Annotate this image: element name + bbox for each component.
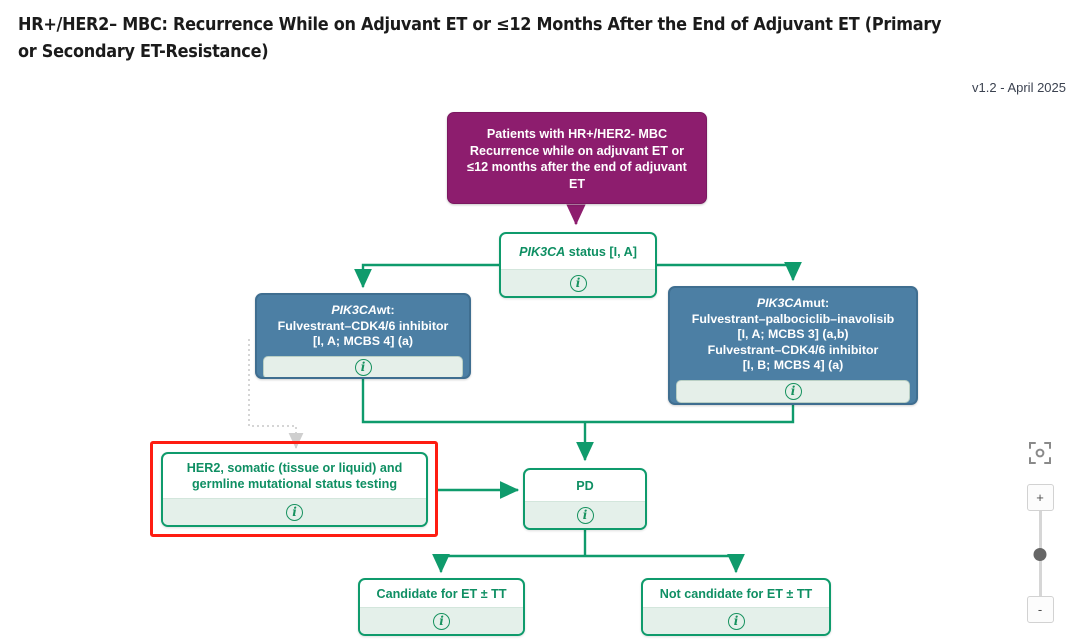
node-progressive-disease[interactable]: PD i bbox=[523, 468, 647, 530]
version-label: v1.2 - April 2025 bbox=[972, 80, 1066, 95]
node-line: [I, B; MCBS 4] (a) bbox=[742, 358, 844, 373]
node-line: Fulvestrant–palbociclib–inavolisib bbox=[691, 311, 895, 326]
node-info-bar[interactable]: i bbox=[501, 269, 655, 296]
node-line: mut: bbox=[802, 296, 830, 310]
node-patients-hr-her2-mbc[interactable]: Patients with HR+/HER2- MBC Recurrence w… bbox=[447, 112, 707, 204]
node-line: [I, A; MCBS 3] (a,b) bbox=[737, 327, 849, 342]
node-pik3ca-mut-treatment[interactable]: PIK3CAmut: Fulvestrant–palbociclib–inavo… bbox=[668, 286, 918, 405]
diagram-canvas[interactable]: Patients with HR+/HER2- MBC Recurrence w… bbox=[0, 96, 1080, 642]
zoom-slider[interactable] bbox=[1033, 511, 1047, 596]
node-info-bar[interactable]: i bbox=[525, 501, 645, 528]
node-text: PIK3CAwt: Fulvestrant–CDK4/6 inhibitor [… bbox=[257, 295, 469, 356]
info-icon[interactable]: i bbox=[576, 506, 594, 524]
node-line: ET bbox=[568, 176, 586, 191]
info-icon[interactable]: i bbox=[354, 358, 372, 376]
info-icon[interactable]: i bbox=[727, 612, 745, 630]
info-icon[interactable]: i bbox=[433, 612, 450, 630]
node-text: Candidate for ET ± TT bbox=[376, 586, 507, 601]
node-info-bar[interactable]: i bbox=[263, 355, 463, 377]
node-info-bar[interactable]: i bbox=[643, 607, 829, 634]
node-candidate-for-et-tt[interactable]: Candidate for ET ± TT i bbox=[358, 578, 525, 636]
node-her2-mutational-status-testing[interactable]: HER2, somatic (tissue or liquid) and ger… bbox=[161, 452, 428, 527]
node-line: [I, A; MCBS 4] (a) bbox=[312, 334, 414, 349]
node-line: Fulvestrant–CDK4/6 inhibitor bbox=[707, 342, 879, 357]
node-info-bar[interactable]: i bbox=[676, 379, 910, 403]
node-text: Patients with HR+/HER2- MBC Recurrence w… bbox=[448, 113, 706, 204]
node-line: Fulvestrant–CDK4/6 inhibitor bbox=[277, 318, 449, 333]
node-not-candidate-for-et-tt[interactable]: Not candidate for ET ± TT i bbox=[641, 578, 831, 636]
node-line: HER2, somatic (tissue or liquid) and bbox=[186, 461, 403, 475]
node-line: germline mutational status testing bbox=[191, 477, 398, 491]
zoom-controls[interactable]: + - bbox=[1022, 440, 1058, 623]
gene-name: PIK3CA bbox=[756, 296, 803, 310]
node-text: PD bbox=[576, 478, 594, 493]
node-label: status [I, A] bbox=[565, 244, 637, 259]
node-line: wt: bbox=[376, 303, 395, 317]
node-text: HER2, somatic (tissue or liquid) and ger… bbox=[163, 454, 426, 498]
gene-name: PIK3CA bbox=[331, 303, 377, 317]
gene-name: PIK3CA bbox=[519, 244, 566, 259]
zoom-in-button[interactable]: + bbox=[1026, 484, 1054, 511]
info-icon[interactable]: i bbox=[784, 382, 802, 400]
zoom-out-button[interactable]: - bbox=[1026, 596, 1054, 623]
edge-layer bbox=[248, 204, 802, 574]
node-pik3ca-status[interactable]: PIK3CA status [I, A] i bbox=[499, 232, 657, 298]
node-text: PIK3CA status [I, A] bbox=[501, 234, 655, 269]
node-text: PIK3CAmut: Fulvestrant–palbociclib–inavo… bbox=[670, 288, 916, 380]
node-line: Recurrence while on adjuvant ET or bbox=[469, 143, 685, 158]
page-title: HR+/HER2– MBC: Recurrence While on Adjuv… bbox=[18, 15, 942, 62]
node-text: Not candidate for ET ± TT bbox=[659, 586, 813, 601]
zoom-slider-thumb[interactable] bbox=[1033, 548, 1047, 561]
node-line: Patients with HR+/HER2- MBC bbox=[486, 127, 668, 141]
node-info-bar[interactable]: i bbox=[163, 498, 426, 525]
node-info-bar[interactable]: i bbox=[360, 607, 523, 634]
fit-view-icon[interactable] bbox=[1027, 440, 1053, 466]
info-icon[interactable]: i bbox=[569, 274, 587, 292]
info-icon[interactable]: i bbox=[286, 503, 303, 521]
node-line: ≤12 months after the end of adjuvant bbox=[467, 160, 687, 174]
node-pik3ca-wt-treatment[interactable]: PIK3CAwt: Fulvestrant–CDK4/6 inhibitor [… bbox=[255, 293, 471, 379]
